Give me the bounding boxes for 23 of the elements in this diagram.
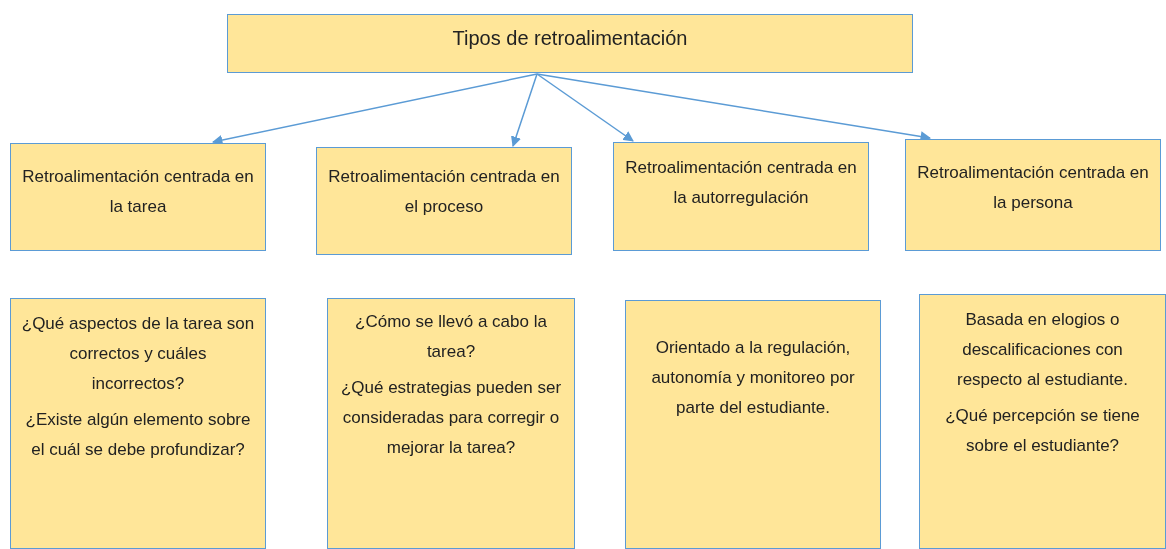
description-text: ¿Cómo se llevó a cabo la tarea?	[354, 311, 548, 363]
description-box	[10, 298, 266, 549]
description-text: ¿Existe algún elemento sobre el cuál se debe profundizar?	[24, 409, 252, 461]
category-box	[10, 143, 266, 251]
description-box	[625, 300, 881, 549]
category-box	[316, 147, 572, 255]
node-label: Tipos de retroalimentación	[452, 26, 688, 51]
description-text: ¿Qué aspectos de la tarea son correctos y cuáles incorrectos?	[21, 313, 255, 395]
description-text: Basada en elogios o descalificaciones con respecto al estudiante.	[955, 309, 1130, 391]
title-box	[227, 14, 913, 73]
arrow	[511, 73, 538, 147]
category-box	[905, 139, 1161, 251]
category-label: Retroalimentación centrada en la persona	[916, 162, 1150, 214]
category-label: Retroalimentación centrada en la autorregulación	[624, 157, 858, 209]
category-label: Retroalimentación centrada en la tarea	[21, 166, 255, 218]
description-text: ¿Qué percepción se tiene sobre el estudiante?	[944, 405, 1141, 457]
arrow	[536, 73, 634, 142]
description-text: ¿Qué estrategias pueden ser consideradas para corregir o mejorar la tarea?	[339, 377, 563, 459]
description-box	[327, 298, 575, 549]
description-text: Orientado a la regulación, autonomía y monitoreo por parte del estudiante.	[650, 337, 856, 419]
category-box	[613, 142, 869, 251]
description-box	[919, 294, 1166, 549]
category-label: Retroalimentación centrada en el proceso	[327, 166, 561, 218]
